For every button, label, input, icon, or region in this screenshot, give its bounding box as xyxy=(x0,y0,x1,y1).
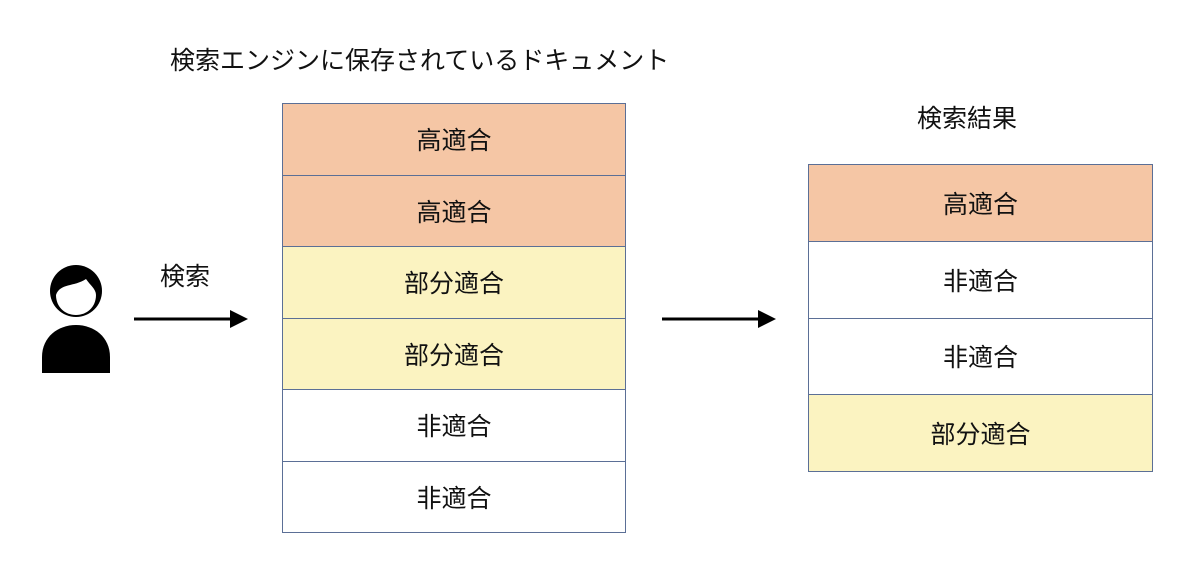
stored-document-row: 高適合 xyxy=(283,104,625,175)
search-results-stack: 高適合 非適合 非適合 部分適合 xyxy=(808,164,1153,472)
search-result-row: 非適合 xyxy=(809,240,1152,318)
person-icon xyxy=(42,265,110,373)
search-result-row: 非適合 xyxy=(809,317,1152,395)
stored-document-row: 部分適合 xyxy=(283,246,625,318)
stored-document-row: 部分適合 xyxy=(283,317,625,389)
search-result-row: 部分適合 xyxy=(809,394,1152,471)
stored-documents-title: 検索エンジンに保存されているドキュメント xyxy=(170,46,670,75)
stored-documents-stack: 高適合 高適合 部分適合 部分適合 非適合 非適合 xyxy=(282,103,626,533)
search-results-title: 検索結果 xyxy=(917,104,1018,133)
stored-document-row: 非適合 xyxy=(283,460,625,532)
search-label: 検索 xyxy=(160,262,211,291)
result-arrow-icon xyxy=(662,310,776,328)
search-arrow-icon xyxy=(134,310,248,328)
search-result-row: 高適合 xyxy=(809,165,1152,241)
stored-document-row: 非適合 xyxy=(283,389,625,461)
stored-document-row: 高適合 xyxy=(283,174,625,246)
